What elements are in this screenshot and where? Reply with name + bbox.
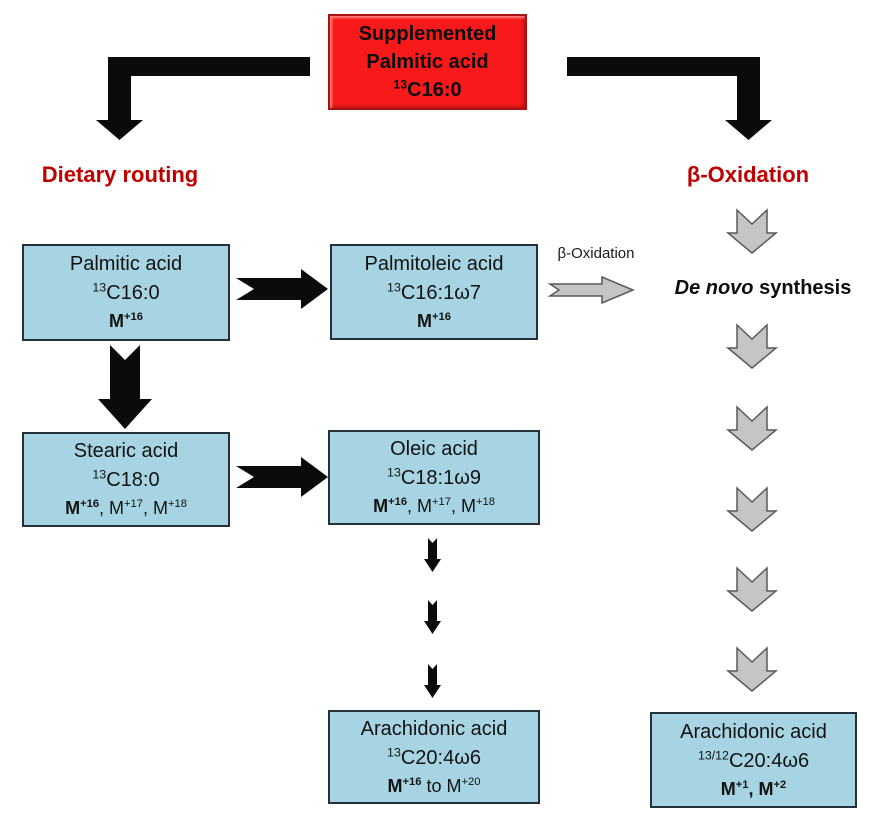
- elbow-arrow-to-dietary: [96, 57, 310, 140]
- box-formula: 13C20:4ω6: [387, 744, 481, 769]
- box-name: Arachidonic acid: [680, 720, 827, 743]
- box-formula: 13/12C20:4ω6: [697, 747, 810, 772]
- supplemented-box-line2: Palmitic acid: [366, 51, 489, 73]
- box-mass-labels: M+16: [417, 310, 451, 331]
- supplemented-box-line1: Supplemented: [358, 23, 497, 45]
- box-formula: 13C16:1ω7: [387, 279, 481, 304]
- box-mass-labels: M+16, M+17, M+18: [373, 496, 495, 516]
- box-formula: 13C16:0: [92, 280, 160, 304]
- gray-down-arrow-1: [725, 208, 779, 254]
- palmitic-acid-box: Palmitic acid 13C16:0 M+16: [22, 244, 230, 341]
- oleic-acid-box: Oleic acid 13C18:1ω9 M+16, M+17, M+18: [328, 430, 540, 525]
- dashed-arrow-oleic-to-arachidonic-2: [424, 600, 441, 634]
- arrow-palmitic-to-stearic: [98, 345, 152, 429]
- box-mass-labels: M+1, M+2: [720, 778, 787, 799]
- box-name: Stearic acid: [73, 440, 179, 462]
- beta-oxidation-arrow-label: β-Oxidation: [557, 245, 635, 262]
- stearic-acid-box: Stearic acid 13C18:0 M+16, M+17, M+18: [22, 432, 230, 527]
- dietary-routing-heading: Dietary routing: [41, 162, 199, 187]
- gray-down-arrow-3: [725, 405, 779, 451]
- de-novo-synthesis-label: De novo synthesis: [674, 277, 852, 299]
- box-formula: 13C18:1ω9: [387, 465, 481, 489]
- gray-down-arrow-5: [725, 566, 779, 612]
- arachidonic-acid-dietary-box: Arachidonic acid 13C20:4ω6 M+16 to M+20: [328, 710, 540, 804]
- dashed-arrow-oleic-to-arachidonic-3: [424, 664, 441, 698]
- arachidonic-acid-oxidation-box: Arachidonic acid 13/12C20:4ω6 M+1, M+2: [650, 712, 857, 808]
- beta-oxidation-heading: β-Oxidation: [686, 162, 810, 187]
- supplemented-palmitic-acid-box: Supplemented Palmitic acid 13C16:0: [328, 14, 527, 110]
- palmitoleic-acid-box: Palmitoleic acid 13C16:1ω7 M+16: [330, 244, 538, 340]
- box-name: Arachidonic acid: [360, 717, 508, 740]
- box-mass-labels: M+16: [109, 311, 143, 331]
- arrow-palmitic-to-palmitoleic: [236, 269, 328, 309]
- gray-down-arrow-4: [725, 486, 779, 532]
- box-name: Palmitic acid: [69, 253, 183, 275]
- beta-oxidation-arrow: [547, 275, 635, 305]
- box-name: Oleic acid: [390, 438, 478, 460]
- gray-down-arrow-6: [725, 646, 779, 692]
- elbow-arrow-to-oxidation: [567, 57, 772, 140]
- box-mass-labels: M+16, M+17, M+18: [65, 498, 187, 518]
- gray-down-arrow-2: [725, 323, 779, 369]
- box-formula: 13C18:0: [92, 467, 160, 491]
- arrow-stearic-to-oleic: [236, 457, 328, 497]
- supplemented-box-formula: 13C16:0: [393, 77, 462, 101]
- box-name: Palmitoleic acid: [364, 252, 504, 275]
- dashed-arrow-oleic-to-arachidonic-1: [424, 538, 441, 572]
- box-mass-labels: M+16 to M+20: [387, 775, 481, 796]
